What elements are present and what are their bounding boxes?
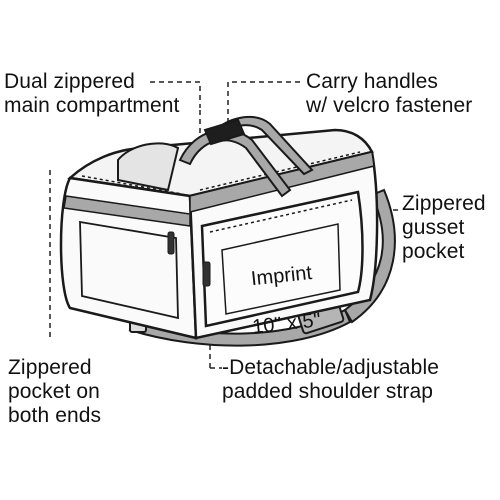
callout-carry-handles: Carry handles w/ velcro fastener (306, 70, 473, 117)
zipper-track-left (81, 175, 183, 195)
gusset-pocket-zipper (209, 199, 353, 233)
end-pocket-zipper-pull (167, 231, 175, 255)
trim-band-left (63, 195, 191, 227)
imprint-area (221, 223, 341, 315)
velcro-fastener (203, 118, 246, 146)
leader-shoulder-strap (209, 325, 222, 369)
callout-gusset-pocket: Zippered gusset pocket (402, 192, 486, 263)
leader-carry-handles (227, 81, 300, 122)
imprint-line-1: Imprint (249, 261, 314, 291)
imprint-line-2: 10" x 5" (251, 309, 322, 339)
main-zipper-tracks (81, 151, 361, 195)
handle-front (178, 129, 292, 198)
imprint-label: Imprint 10" x 5" (230, 235, 338, 364)
callout-shoulder-strap: -Detachable/adjustable padded shoulder s… (222, 356, 440, 403)
callout-end-pockets: Zippered pocket on both ends (8, 356, 102, 427)
bag-body (59, 128, 379, 340)
carry-handles (178, 115, 314, 198)
gusset-zipper-pull (202, 261, 211, 287)
end-pocket (79, 220, 179, 320)
main-compartment-flap (117, 142, 180, 192)
callout-main-compartment: Dual zippered main compartment (4, 70, 180, 117)
